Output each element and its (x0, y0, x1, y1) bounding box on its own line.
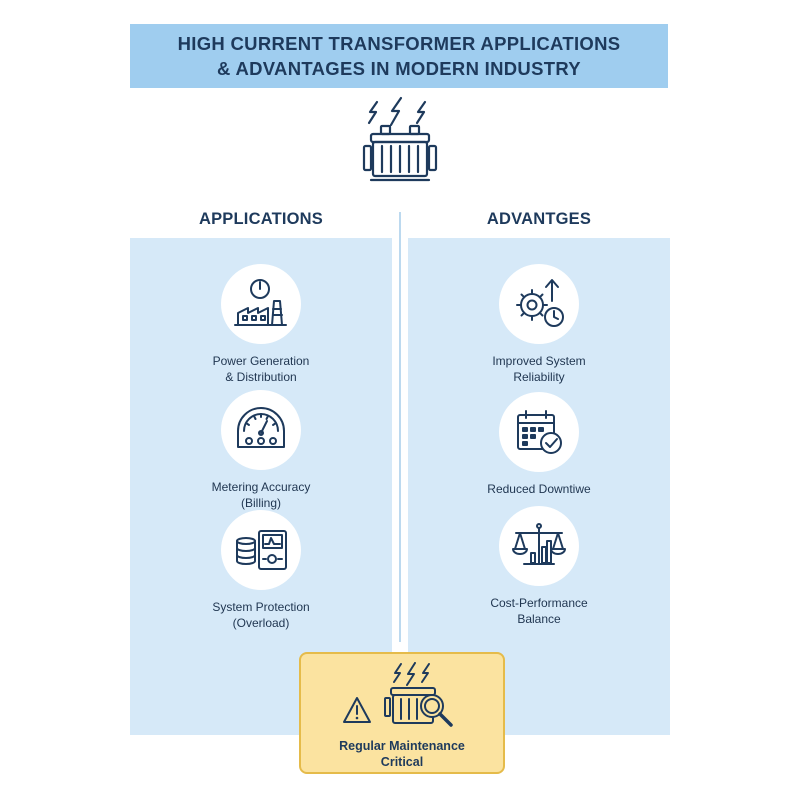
callout-line1: Regular Maintenance (339, 739, 465, 753)
application-label-line2: (Billing) (240, 496, 281, 510)
advantage-label-line1: Improved System (492, 354, 586, 368)
meter-gauge-icon-circle (221, 390, 301, 470)
advantage-label-line1: Reduced Downtiwe (487, 482, 591, 496)
advantage-label-line1: Cost-Performance (490, 596, 588, 610)
gear-clock-icon (516, 279, 564, 327)
power-plant-icon (234, 279, 287, 326)
transformer-lightning-icon (362, 96, 438, 182)
advantage-label-line2: Balance (517, 612, 561, 626)
application-label-line1: System Protection (212, 600, 310, 614)
balance-scale-icon (512, 523, 566, 565)
warning-icon (343, 697, 371, 723)
center-divider (399, 212, 401, 642)
application-power-generation: Power Generation & Distribution (130, 264, 392, 385)
gear-clock-icon-circle (499, 264, 579, 344)
calendar-check-icon (517, 410, 562, 454)
calendar-check-icon-circle (499, 392, 579, 472)
application-system-protection: System Protection (Overload) (130, 510, 392, 631)
advantages-title: ADVANTGES (486, 210, 592, 228)
applications-title: APPLICATIONS (198, 210, 323, 228)
application-label-line1: Metering Accuracy (211, 480, 311, 494)
maintenance-callout: Regular Maintenance Critical (299, 652, 505, 774)
application-label-line2: & Distribution (225, 370, 297, 384)
application-label-line1: Power Generation (212, 354, 310, 368)
advantage-reduced-downtime: Reduced Downtiwe (408, 392, 670, 497)
title-banner: HIGH CURRENT TRANSFORMER APPLICATIONS & … (130, 24, 668, 88)
application-metering-accuracy: Metering Accuracy (Billing) (130, 390, 392, 511)
advantage-cost-performance: Cost-Performance Balance (408, 506, 670, 627)
title-line-1: HIGH CURRENT TRANSFORMER APPLICATIONS (177, 33, 621, 54)
application-label-line2: (Overload) (232, 616, 290, 630)
title-line-2: & ADVANTAGES IN MODERN INDUSTRY (217, 58, 581, 79)
transformer-inspection-icon (384, 662, 453, 727)
balance-scale-icon-circle (499, 506, 579, 586)
advantage-label-line2: Reliability (513, 370, 565, 384)
protection-device-icon-circle (221, 510, 301, 590)
callout-line2: Critical (380, 755, 424, 769)
advantage-system-reliability: Improved System Reliability (408, 264, 670, 385)
meter-gauge-icon (237, 407, 285, 448)
power-plant-icon-circle (221, 264, 301, 344)
protection-device-icon (236, 530, 287, 570)
